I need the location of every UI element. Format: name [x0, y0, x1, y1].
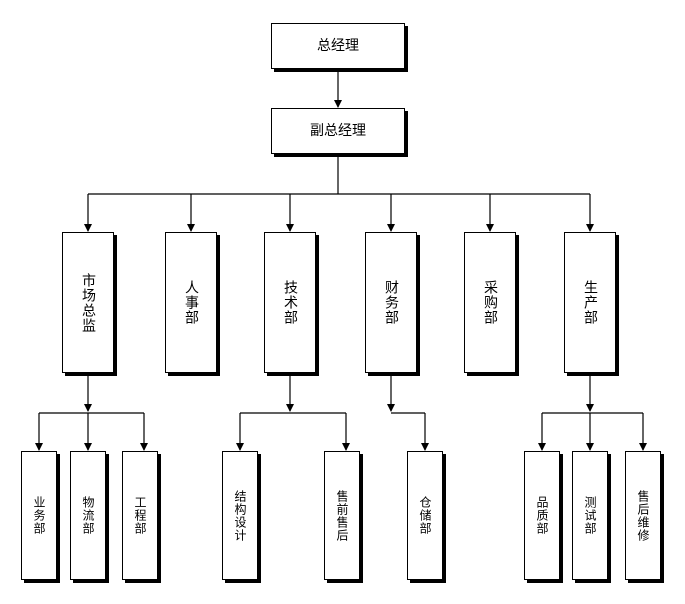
- sub-label-structural-design: 结构设计: [233, 489, 247, 542]
- sub-box-engineering: 工程部: [122, 451, 158, 580]
- dept-box-finance: 财务部: [365, 232, 417, 373]
- dept-label-purchase: 采购部: [482, 280, 498, 325]
- dept-label-tech: 技术部: [282, 280, 298, 325]
- sub-label-logistics: 物流部: [81, 496, 95, 535]
- dept-box-market: 市场总监: [62, 232, 114, 373]
- vice-general-manager-label: 副总经理: [310, 123, 366, 139]
- sub-box-testing: 测试部: [572, 451, 608, 580]
- sub-label-after-sales-repair: 售后维修: [636, 489, 650, 542]
- sub-label-warehouse: 仓储部: [418, 496, 432, 535]
- dept-box-production: 生产部: [564, 232, 616, 373]
- sub-box-logistics: 物流部: [70, 451, 106, 580]
- sub-label-engineering: 工程部: [133, 496, 147, 535]
- sub-box-business: 业务部: [21, 451, 57, 580]
- dept-label-production: 生产部: [582, 280, 598, 325]
- dept-box-hr: 人事部: [165, 232, 217, 373]
- dept-label-market: 市场总监: [80, 272, 96, 333]
- general-manager-box: 总经理: [271, 23, 405, 69]
- dept-box-tech: 技术部: [264, 232, 316, 373]
- sub-box-structural-design: 结构设计: [222, 451, 258, 580]
- sub-label-quality: 品质部: [535, 496, 549, 535]
- sub-box-pre-after-sales: 售前售后: [324, 451, 360, 580]
- dept-box-purchase: 采购部: [464, 232, 516, 373]
- sub-label-pre-after-sales: 售前售后: [335, 489, 349, 542]
- sub-box-warehouse: 仓储部: [407, 451, 443, 580]
- general-manager-label: 总经理: [317, 38, 359, 54]
- dept-label-finance: 财务部: [383, 280, 399, 325]
- sub-label-business: 业务部: [32, 496, 46, 535]
- sub-label-testing: 测试部: [583, 496, 597, 535]
- vice-general-manager-box: 副总经理: [271, 108, 405, 154]
- sub-box-quality: 品质部: [524, 451, 560, 580]
- sub-box-after-sales-repair: 售后维修: [625, 451, 661, 580]
- dept-label-hr: 人事部: [183, 280, 199, 325]
